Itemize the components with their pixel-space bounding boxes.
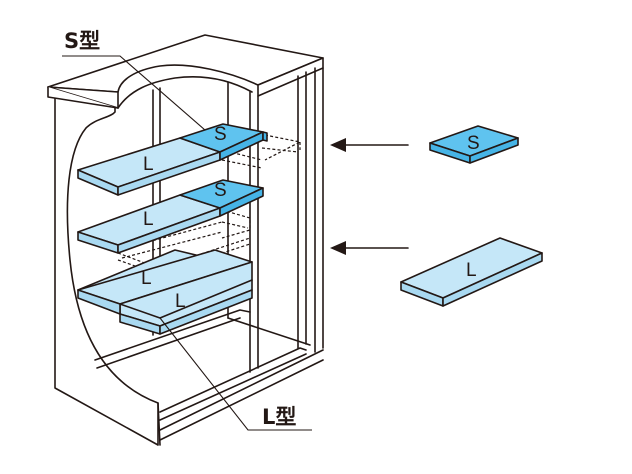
leader-line-s <box>62 55 206 131</box>
label-middle-l: L <box>143 209 154 230</box>
cabinet-left-wall <box>54 94 159 446</box>
arrow-s <box>330 138 409 152</box>
arrowhead-left-icon <box>330 138 346 152</box>
leader-line-l <box>159 317 312 431</box>
label-middle-s: S <box>214 180 227 201</box>
shelf-upper <box>77 123 302 196</box>
arrow-l <box>330 241 409 255</box>
label-upper-l: L <box>143 154 154 175</box>
callout-s-type: S型 <box>64 29 100 53</box>
loose-s-panel: S <box>429 125 519 164</box>
label-lower-dashed-l: L <box>141 268 152 289</box>
callout-l-type: L型 <box>262 405 296 429</box>
label-lower-front-l: L <box>175 291 186 312</box>
loose-s-label: S <box>467 133 480 154</box>
cabinet-inner-curve <box>117 75 253 109</box>
shelf-lower <box>77 237 253 335</box>
label-upper-s: S <box>214 124 227 145</box>
shelf-middle <box>77 179 264 259</box>
loose-l-panel: L <box>400 237 543 307</box>
base-rail-back <box>94 309 251 361</box>
arrowhead-left-icon <box>330 241 346 255</box>
cabinet-top <box>47 34 324 93</box>
loose-l-label: L <box>466 260 477 281</box>
base-rail-front <box>159 347 307 413</box>
